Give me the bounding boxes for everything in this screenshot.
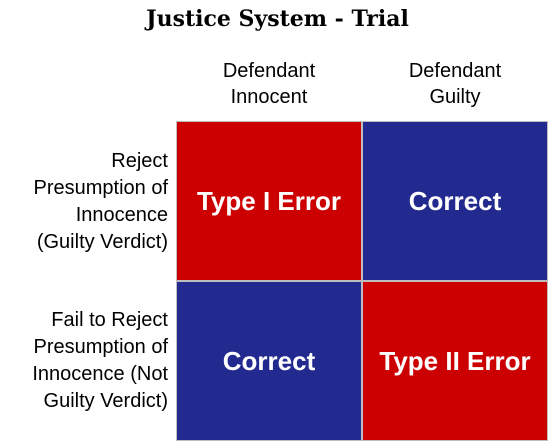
column-header-line: Defendant bbox=[408, 60, 502, 82]
column-header-defendant-guilty: Defendant Guilty bbox=[362, 58, 548, 110]
row-header-line: (Guilty Verdict) bbox=[36, 231, 168, 253]
row-header-line: Innocence bbox=[75, 204, 168, 226]
row-header-line: Guilty Verdict) bbox=[43, 390, 168, 412]
row-header-reject: Reject Presumption of Innocence (Guilty … bbox=[0, 148, 168, 256]
row-header-line: Presumption of bbox=[33, 177, 168, 199]
cell-type-i-error: Type I Error bbox=[176, 121, 362, 281]
column-header-line: Defendant bbox=[222, 60, 316, 82]
diagram-title: Justice System - Trial bbox=[146, 6, 409, 32]
cell-correct-not-guilty-verdict: Correct bbox=[176, 281, 362, 441]
cell-type-ii-error: Type II Error bbox=[362, 281, 548, 441]
column-header-defendant-innocent: Defendant Innocent bbox=[176, 58, 362, 110]
cell-correct-guilty-verdict: Correct bbox=[362, 121, 548, 281]
row-header-fail-to-reject: Fail to Reject Presumption of Innocence … bbox=[0, 307, 168, 415]
row-header-line: Presumption of bbox=[33, 336, 168, 358]
column-header-line: Guilty bbox=[429, 86, 481, 108]
row-header-line: Fail to Reject bbox=[51, 309, 168, 331]
row-header-line: Innocence (Not bbox=[32, 363, 168, 385]
row-header-line: Reject bbox=[111, 150, 168, 172]
column-header-line: Innocent bbox=[230, 86, 308, 108]
